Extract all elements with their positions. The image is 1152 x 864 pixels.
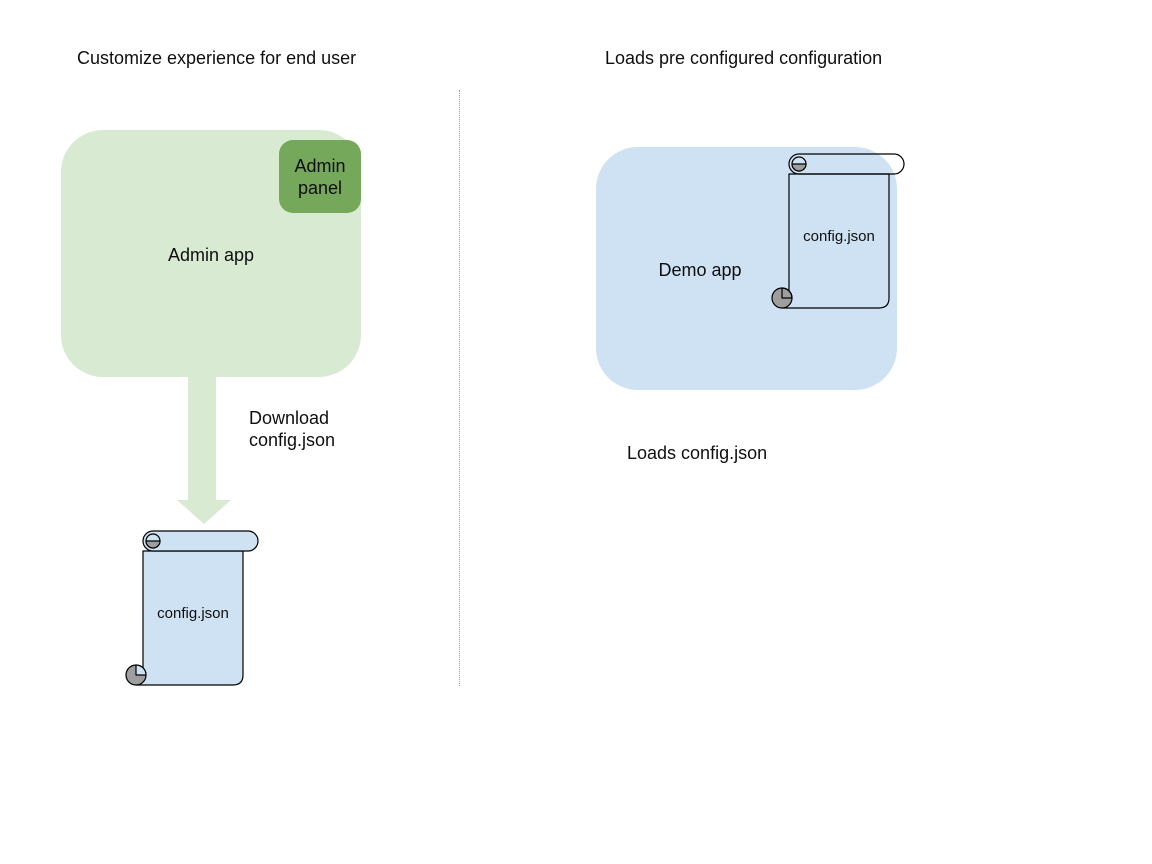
- scroll-bottom-curl-notch: [781, 287, 793, 299]
- demo-app-label: Demo app: [658, 260, 742, 280]
- demo-app-box: [596, 147, 897, 390]
- scroll-top-curl-shade: [145, 540, 161, 549]
- loads-config-caption: Loads config.json: [627, 443, 768, 463]
- left-section-title: Customize experience for end user: [77, 48, 357, 68]
- admin-panel-label: Admin panel: [294, 155, 346, 198]
- scroll-label: config.json: [157, 605, 229, 622]
- scroll-shape-icon: [771, 153, 905, 309]
- scroll-bottom-curl-notch: [135, 664, 147, 676]
- section-divider: [459, 90, 460, 686]
- scroll-top-roll: [142, 530, 259, 552]
- right-section-title: Loads pre configured configuration: [605, 48, 883, 68]
- config-json-scroll-right: config.json: [771, 148, 911, 314]
- admin-app-box: Admin panel: [61, 130, 361, 377]
- scroll-label: config.json: [803, 228, 875, 245]
- admin-app-label: Admin app: [167, 245, 255, 265]
- config-json-scroll-left: config.json: [125, 525, 265, 691]
- download-arrow-label: Download config.json: [249, 408, 336, 450]
- scroll-top-curl-shade: [791, 163, 807, 172]
- scroll-shape-icon: [125, 530, 259, 686]
- download-arrow-icon: [177, 377, 231, 524]
- admin-panel-box: Admin panel: [279, 140, 361, 213]
- scroll-top-roll: [788, 153, 905, 175]
